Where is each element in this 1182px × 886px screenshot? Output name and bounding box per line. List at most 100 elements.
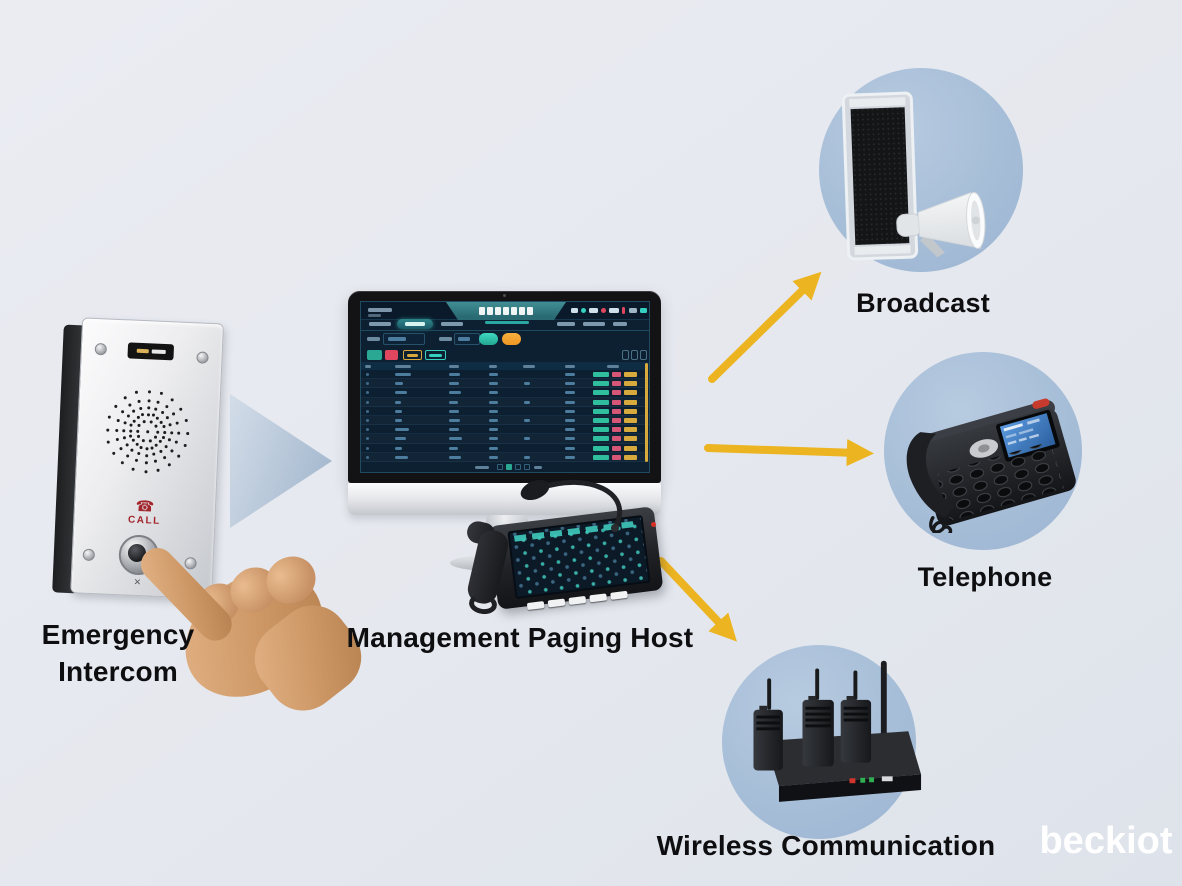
button-text — [429, 354, 442, 357]
toolbar-export-button[interactable] — [403, 350, 422, 360]
banner-underline — [485, 321, 529, 324]
speaker-grille — [97, 381, 197, 481]
table-header — [361, 362, 649, 370]
broadcast-speakers — [841, 91, 986, 261]
phone-keypad[interactable] — [936, 441, 1065, 521]
status-badge-alarm — [612, 399, 621, 405]
management-paging-host-label: Management Paging Host — [346, 622, 694, 653]
toolbar-import-button[interactable] — [425, 350, 446, 360]
status-badge-action[interactable] — [624, 381, 637, 387]
status-badge-alarm — [612, 372, 621, 377]
table-scrollbar[interactable] — [645, 363, 648, 462]
nav-tab[interactable] — [557, 322, 575, 326]
walkie-talkie — [802, 668, 834, 767]
status-badge-action[interactable] — [624, 399, 637, 405]
table-row[interactable] — [361, 407, 649, 416]
phone-message-led — [1032, 398, 1050, 409]
table-row[interactable] — [361, 453, 649, 462]
nav-tab[interactable] — [369, 322, 391, 326]
telephone-label: Telephone — [917, 562, 1053, 592]
arrow-to-telephone — [704, 439, 874, 467]
nav-tab[interactable] — [613, 322, 627, 326]
base-led-green — [869, 777, 875, 783]
status-badge-alarm — [612, 417, 621, 423]
base-antenna — [880, 660, 887, 738]
pagination-total — [475, 466, 489, 469]
emergency-label-line1: Emergency — [41, 619, 195, 650]
search-button[interactable] — [479, 333, 498, 345]
base-led-green — [860, 777, 866, 783]
paging-console — [464, 478, 675, 630]
table-row[interactable] — [361, 425, 649, 435]
screen-table-body — [361, 370, 649, 462]
search-input[interactable] — [383, 333, 425, 345]
table-settings-icon[interactable] — [622, 350, 629, 360]
pagination-goto — [534, 466, 542, 469]
screw-icon — [82, 548, 96, 562]
status-badge-alarm — [612, 408, 621, 414]
status-badge-online — [593, 372, 609, 377]
table-row[interactable] — [361, 434, 649, 444]
table-row[interactable] — [361, 398, 649, 407]
base-led-red — [849, 778, 856, 784]
status-badge-online — [593, 399, 609, 405]
status-badge-online — [593, 390, 609, 396]
phone-cord — [929, 516, 953, 533]
table-row[interactable] — [361, 416, 649, 426]
topbar-icon — [622, 307, 625, 314]
button-text — [407, 354, 418, 357]
nav-tab[interactable] — [583, 322, 605, 326]
alert-dot-icon[interactable] — [601, 308, 606, 313]
status-badge-alarm — [612, 454, 621, 460]
wireless-communication-label: Wireless Communication — [656, 830, 996, 861]
status-badge-action[interactable] — [624, 408, 637, 414]
table-row[interactable] — [361, 379, 649, 389]
status-badge-action[interactable] — [624, 417, 637, 423]
status-badge-action[interactable] — [624, 390, 637, 396]
status-badge-action[interactable] — [624, 427, 637, 433]
status-badge-alarm — [612, 436, 621, 442]
table-row[interactable] — [361, 444, 649, 453]
status-badge-action[interactable] — [624, 436, 637, 442]
pagination-next[interactable] — [524, 464, 530, 470]
status-badge-online — [593, 427, 609, 433]
management-software-screen — [360, 301, 650, 473]
reset-button[interactable] — [502, 333, 521, 345]
status-dot-icon[interactable] — [581, 308, 586, 313]
pagination-prev[interactable] — [497, 464, 503, 470]
pagination-page-2[interactable] — [515, 464, 521, 470]
status-badge-alarm — [612, 427, 621, 433]
status-badge-alarm — [612, 381, 621, 387]
screw-icon — [196, 351, 209, 364]
arrow-to-broadcast — [708, 271, 822, 383]
topbar-icon[interactable] — [640, 308, 647, 313]
base-station-front — [778, 774, 922, 802]
table-row[interactable] — [361, 370, 649, 380]
status-badge-action[interactable] — [624, 445, 637, 451]
flow-triangle-arrow — [230, 394, 332, 528]
toolbar-delete-button[interactable] — [385, 350, 398, 360]
app-logo-mark — [368, 308, 392, 312]
table-refresh-icon[interactable] — [631, 350, 638, 360]
status-badge-action[interactable] — [624, 454, 637, 460]
monitor-camera-dot — [503, 294, 506, 297]
filter-select[interactable] — [454, 333, 480, 345]
status-badge-online — [593, 417, 609, 423]
table-expand-icon[interactable] — [640, 350, 647, 360]
screen-divider — [361, 330, 649, 331]
intercom-brand-label — [127, 342, 175, 361]
walkie-talkie — [753, 678, 783, 771]
table-row[interactable] — [361, 388, 649, 398]
status-badge-alarm — [612, 445, 621, 451]
status-badge-action[interactable] — [624, 372, 637, 377]
screw-icon — [184, 557, 197, 570]
pagination-page-1[interactable] — [506, 464, 512, 470]
toolbar-add-button[interactable] — [367, 350, 382, 360]
phone-handset[interactable] — [899, 428, 959, 523]
horn-speaker — [896, 191, 986, 258]
ip-telephone — [899, 398, 1076, 533]
nav-tab[interactable] — [441, 322, 463, 326]
gooseneck-microphone — [520, 479, 623, 532]
filter-label — [439, 337, 452, 341]
